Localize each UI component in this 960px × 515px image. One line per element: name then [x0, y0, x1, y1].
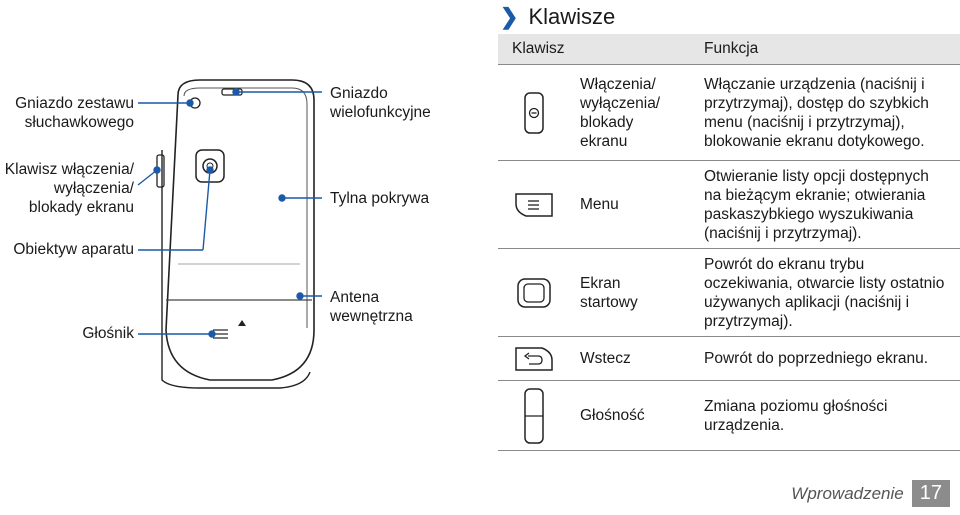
footer-section: Wprowadzenie — [791, 483, 904, 503]
triangle-mark — [238, 320, 246, 326]
phone-inner-line — [183, 87, 308, 328]
phone-back-outline — [161, 150, 311, 389]
home-key-icon — [517, 277, 551, 308]
table-row: Wstecz Powrót do poprzedniego ekranu. — [498, 336, 960, 381]
menu-key-icon — [515, 192, 553, 217]
phone-back-diagram — [137, 79, 322, 389]
camera-frame — [195, 149, 225, 183]
table-header-row: Klawisz Funkcja — [498, 34, 960, 65]
keys-table: Klawisz Funkcja Włączenia/wyłączenia/blo… — [498, 34, 960, 451]
back-key-icon — [515, 346, 553, 371]
page-number: 17 — [911, 480, 950, 507]
section-heading: ❯ Klawisze — [500, 4, 615, 30]
header-function: Funkcja — [686, 34, 960, 65]
section-title: Klawisze — [528, 4, 616, 29]
power-key-icon — [524, 91, 544, 134]
header-key: Klawisz — [498, 34, 686, 65]
callout-speaker: Głośnik — [82, 325, 134, 342]
callout-power-key: Klawisz włączenia/wyłączenia/blokady ekr… — [4, 161, 134, 216]
page-footer: Wprowadzenie 17 — [791, 480, 950, 507]
callout-camera: Obiektyw aparatu — [13, 241, 134, 258]
callout-back-cover: Tylna pokrywa — [330, 190, 430, 207]
chevron-right-icon: ❯ — [500, 4, 519, 29]
phone-body — [165, 79, 315, 381]
volume-key-icon — [524, 387, 544, 444]
